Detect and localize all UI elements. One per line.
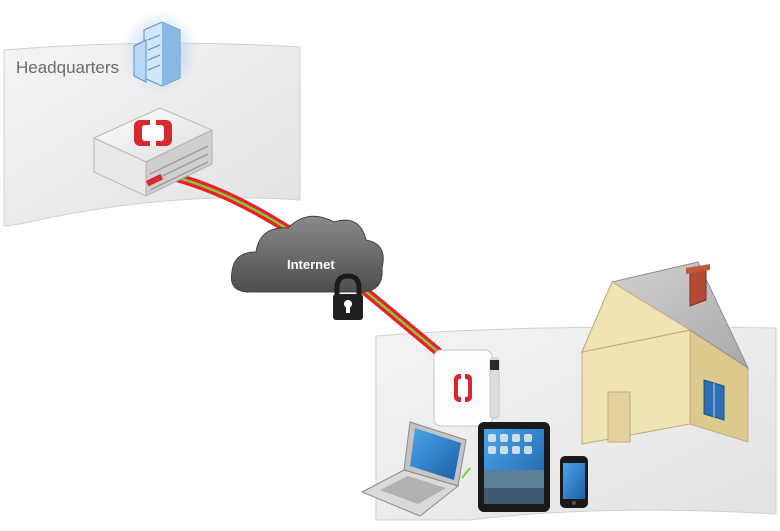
- laptop-icon: [360, 421, 467, 517]
- padlock-icon: [333, 273, 363, 320]
- house-icon: [581, 261, 750, 445]
- vpn-tunnel-remote: [347, 275, 453, 365]
- internet-label: Internet: [287, 257, 335, 272]
- tablet-icon: [478, 422, 550, 512]
- remote-access-point-icon: [433, 349, 500, 427]
- wireless-link: [461, 467, 471, 479]
- office-building-icon: [122, 10, 198, 94]
- firewall-appliance-icon: [92, 107, 214, 197]
- headquarters-label: Headquarters: [16, 58, 120, 77]
- cloud-icon: [230, 215, 384, 293]
- vpn-tunnel-hq: [170, 172, 297, 237]
- smartphone-icon: [560, 456, 588, 508]
